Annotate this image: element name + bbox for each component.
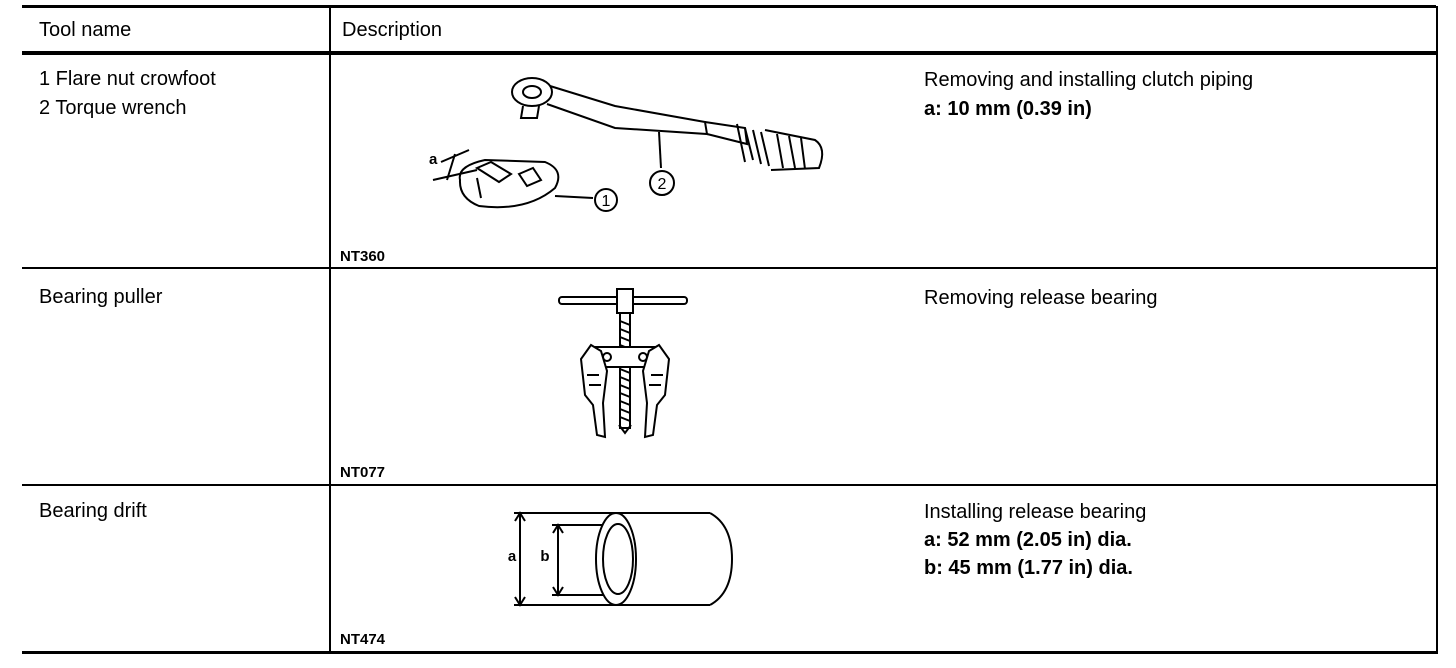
table-top-rule <box>22 5 1436 8</box>
callout-1: 1 <box>602 193 611 210</box>
figure-code: NT077 <box>340 464 386 481</box>
tool-name-line: 2 Torque wrench <box>39 97 187 119</box>
table-bottom-rule <box>22 651 1436 654</box>
header-description: Description <box>342 19 443 41</box>
dimension-label-b: b <box>540 548 549 565</box>
description-text: Removing and installing clutch piping <box>924 69 1254 91</box>
bearing-drift-illustration: a b <box>508 511 734 607</box>
table-right-edge <box>1436 6 1438 654</box>
tool-name-line: Bearing drift <box>39 500 147 522</box>
dimension-label-a: a <box>429 151 438 168</box>
callout-2: 2 <box>658 176 667 193</box>
spec-text: b: 45 mm (1.77 in) dia. <box>924 557 1133 579</box>
tool-name-line: 1 Flare nut crowfoot <box>39 68 216 90</box>
figure-code: NT474 <box>340 631 386 648</box>
figure-code: NT360 <box>340 248 386 265</box>
row-divider-1 <box>22 267 1436 269</box>
description-text: Installing release bearing <box>924 501 1147 523</box>
header-tool-name: Tool name <box>39 19 132 41</box>
column-divider <box>329 6 331 654</box>
row-divider-2 <box>22 484 1436 486</box>
description-text: Removing release bearing <box>924 287 1158 309</box>
crowfoot-torque-wrench-illustration: 1 2 a <box>429 77 824 212</box>
dimension-label-a: a <box>508 548 517 565</box>
spec-text: a: 10 mm (0.39 in) <box>924 98 1092 120</box>
spec-text: a: 52 mm (2.05 in) dia. <box>924 529 1132 551</box>
tool-name-line: Bearing puller <box>39 286 163 308</box>
header-bottom-rule <box>22 51 1436 55</box>
bearing-puller-illustration <box>558 288 688 439</box>
